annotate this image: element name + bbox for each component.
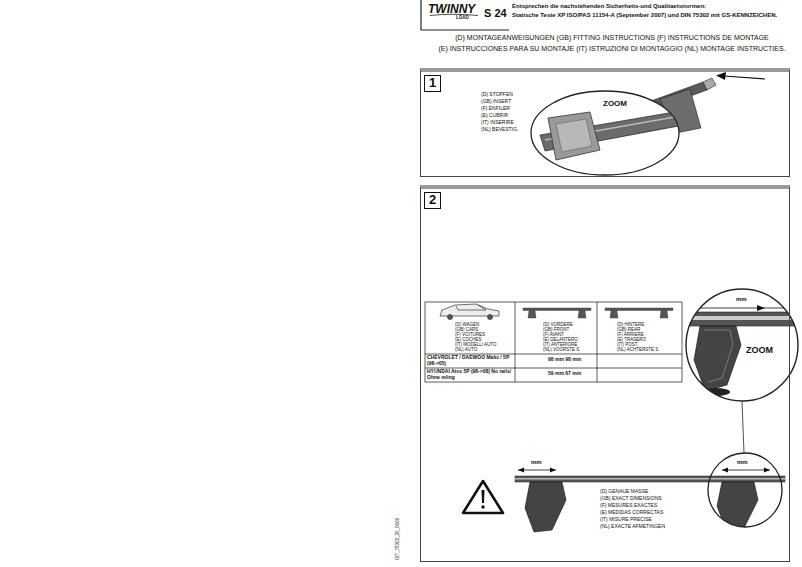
step-label: (IT) INSERIRE	[481, 120, 514, 126]
logo-text: LOAD	[456, 16, 469, 21]
front-bar-icon	[523, 308, 591, 318]
roof-bar-figure	[515, 468, 785, 533]
logo-text: TWINNY	[428, 3, 475, 16]
car-icon	[440, 304, 499, 320]
step-panel: 1	[420, 68, 790, 177]
table-cell: CHEVROLET / DAEWOO Matiz / 5P (98->05)	[427, 355, 514, 367]
dimension-label: mm	[531, 459, 542, 466]
step-label: (GB) INSERT	[481, 99, 511, 105]
warning-symbol	[463, 481, 503, 513]
table-cell: 59 mm 67 mm	[548, 371, 581, 377]
rear-bar-icon	[605, 308, 673, 318]
document-code: IST_75302_20_0609	[396, 518, 401, 560]
vehicle-table	[425, 302, 682, 382]
step-number-box: 2	[424, 192, 441, 209]
table-cell: 98 mm 98 mm	[548, 357, 581, 363]
step-label: (E) CUBRIR	[481, 113, 508, 119]
step-label: (NL) BEVESTIG.	[481, 127, 519, 133]
logo-frame	[421, 0, 509, 30]
table-cell: HYUNDAI Atos 5P (98->08) No rails/ Ohne …	[427, 369, 514, 381]
zoom-circle	[708, 453, 782, 527]
table-header: (NL) VOORSTE S	[543, 348, 579, 353]
warning-text: (NL) EXACTE AFMETINGEN	[600, 524, 665, 530]
warning-text: (F) MESURES EXACTES	[600, 503, 657, 509]
step-number-box: 1	[424, 75, 441, 92]
warning-text: (IT) MISURE PRECISE	[600, 517, 652, 523]
table-header: (NL) ACHTERSTE S	[617, 348, 658, 353]
leader-line	[742, 401, 744, 453]
step-number: 1	[429, 75, 436, 90]
zoom-label: ZOOM	[746, 346, 773, 356]
product-code: S 24	[484, 7, 507, 19]
zoom-circle	[531, 91, 684, 175]
zoom-label: ZOOM	[603, 100, 627, 109]
step-label: (F) ENFILER	[481, 106, 510, 112]
warning-text: (D) GENAUE MASSE	[600, 489, 648, 495]
step-label: (D) STOPFEN	[481, 92, 513, 98]
standards-note: Statische Teste XP ISO/PAS 11154-A (Sept…	[512, 12, 777, 19]
step-number: 2	[429, 192, 436, 207]
table-header: (NL) AUTO	[455, 348, 477, 353]
warning-text: (GB) EXACT DIMENSIONS	[600, 496, 662, 502]
warning-text: (E) MEDIDAS CORRECTAS	[600, 510, 663, 516]
zoom-circle	[680, 289, 800, 401]
standards-note: Entsprechen die nachstehenden Sicherheit…	[512, 3, 706, 10]
instruction-heading: (E) INSTRUCCIONES PARA SU MONTAJE (IT) I…	[438, 45, 785, 53]
dimension-label: mm	[737, 459, 748, 466]
instruction-heading: (D) MONTAGEANWEISUNGEN (GB) FITTING INST…	[455, 34, 769, 42]
dimension-label: mm	[736, 296, 747, 303]
